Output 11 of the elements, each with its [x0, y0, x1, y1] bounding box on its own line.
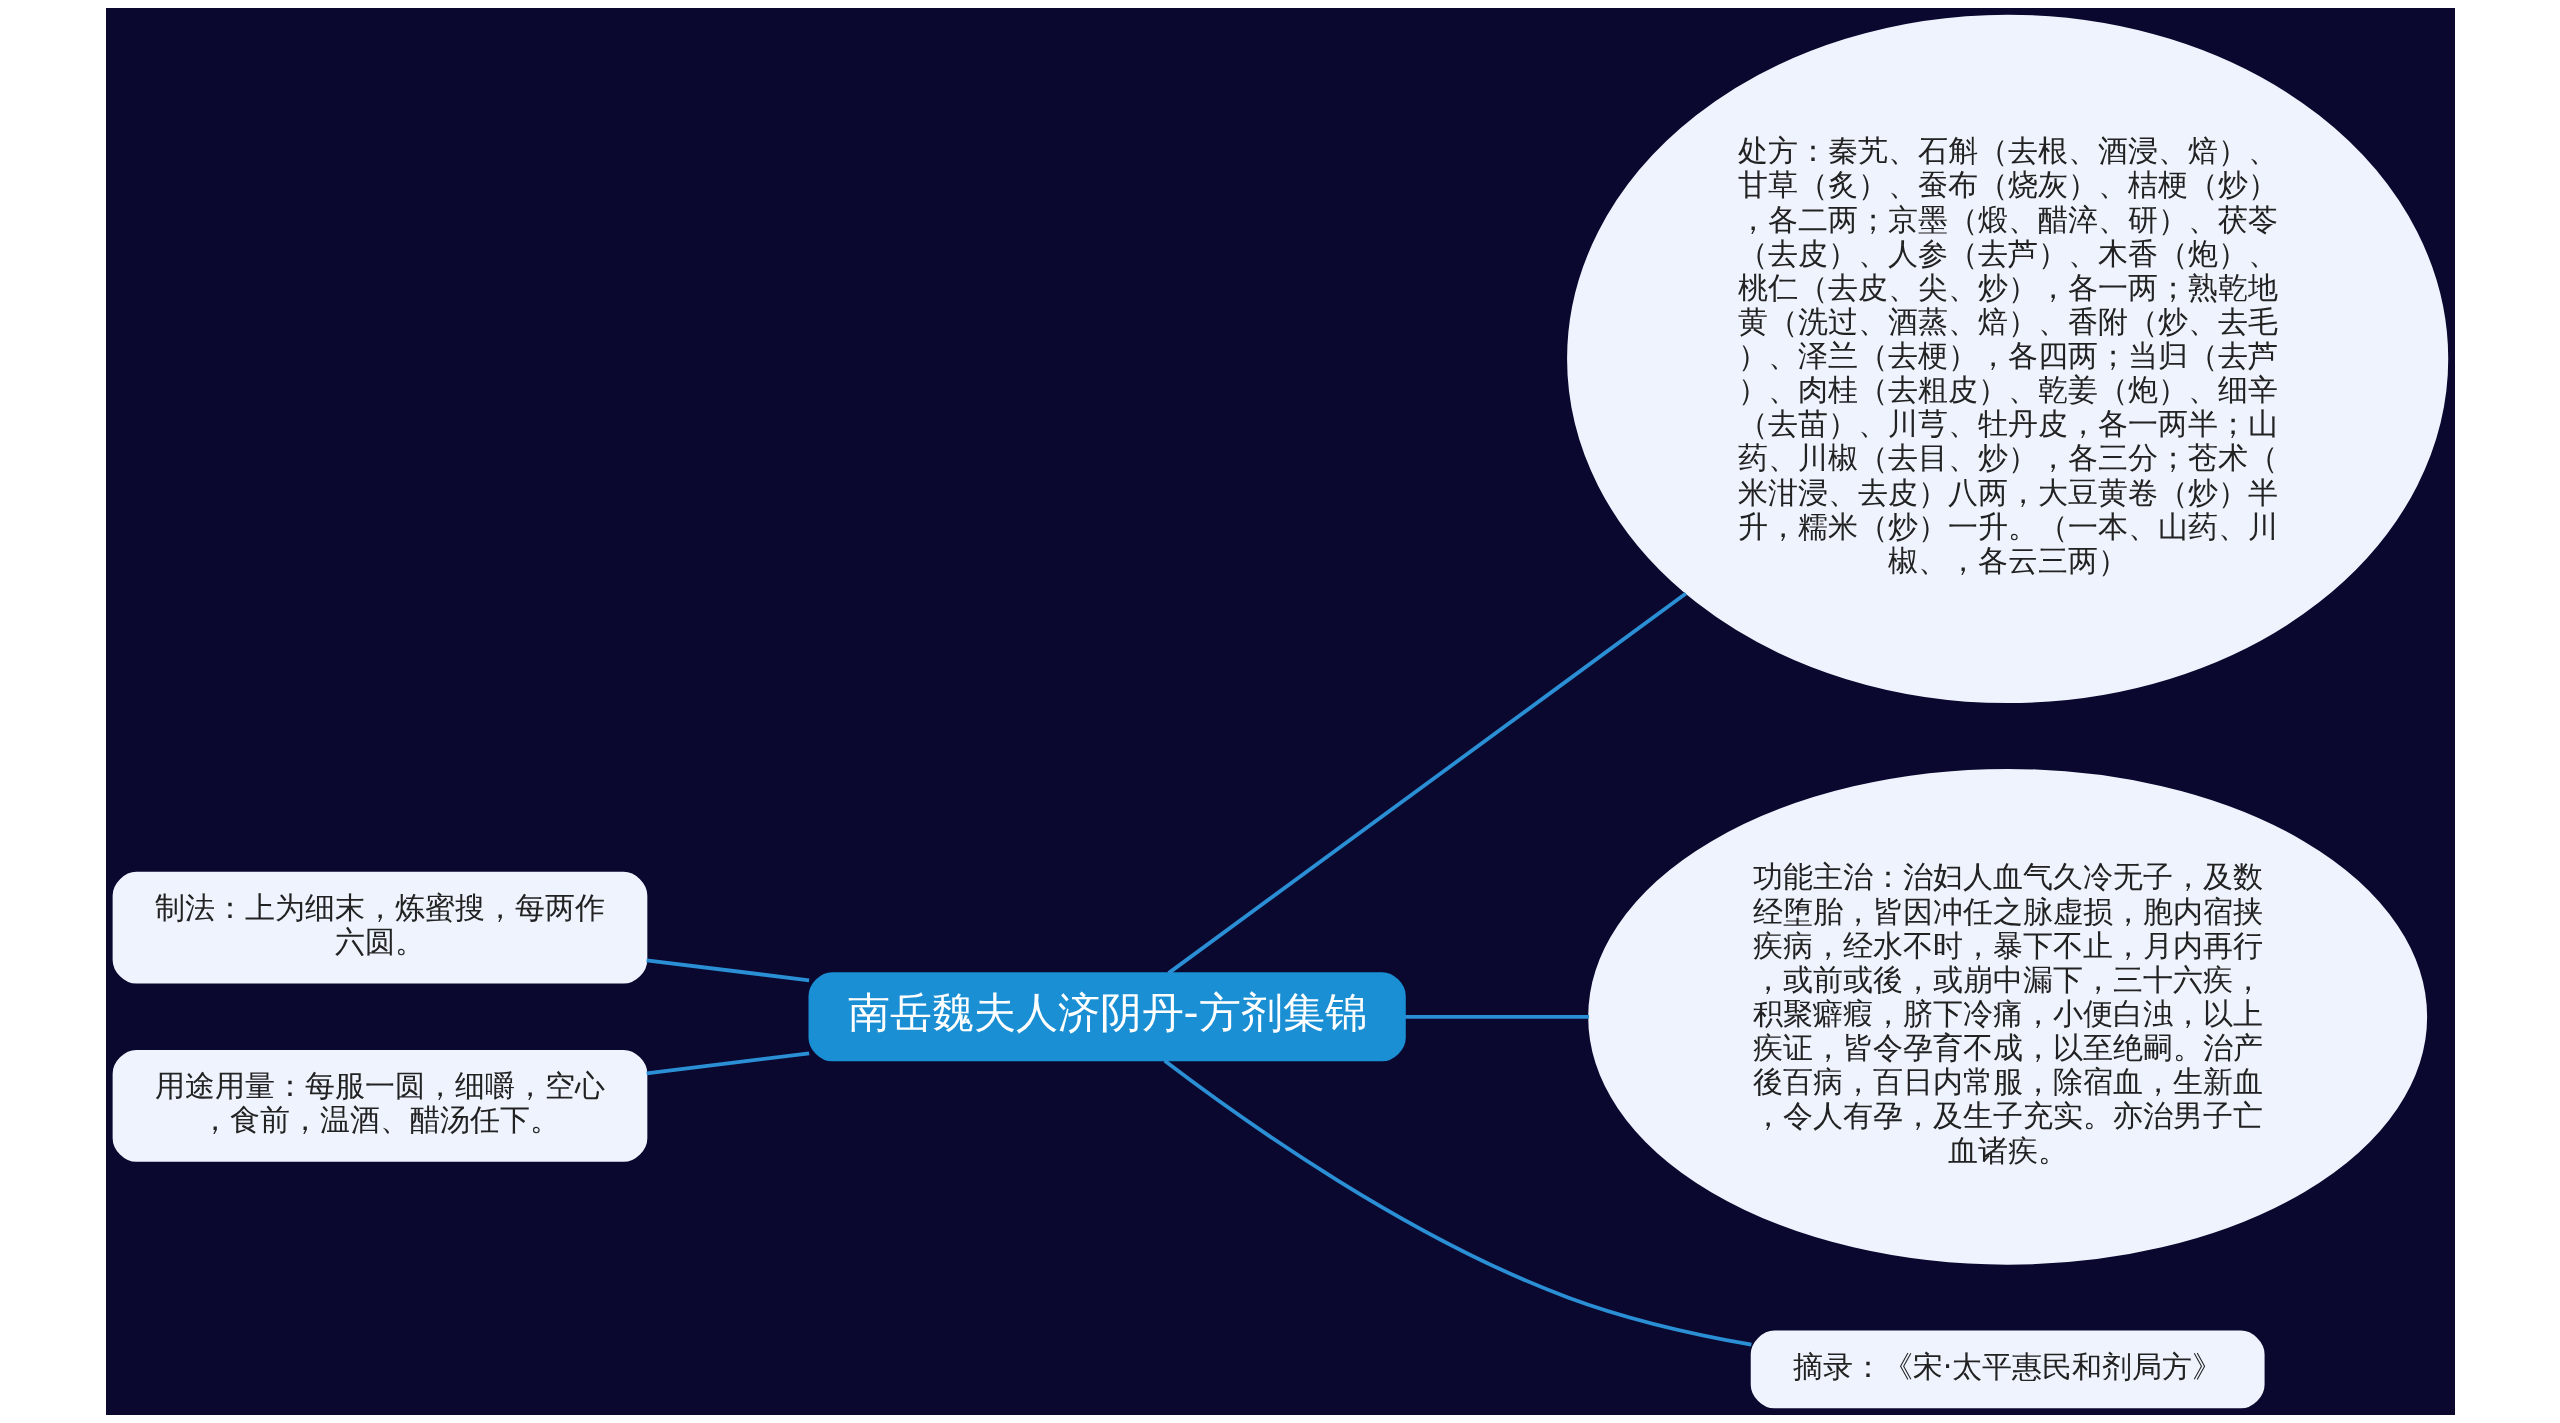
node-box: 用途用量：每服一圆，细嚼，空心，食前，温酒、醋汤任下。 — [112, 1049, 647, 1162]
node-ellipse: 处方：秦艽、石斛（去根、酒浸、焙）、甘草（炙）、蚕布（烧灰）、桔梗（炒），各二两；京墨（煅、醋淬、研）、茯苓（去皮）、人参（去芦）、木香（炮）、桃仁（去皮、尖、炒），各一两；熟乾地黄（洗过、酒蒸、焙）、香附（炒、去毛）、泽兰（去梗），各四两；当归（去芦）、肉桂（去粗皮）、乾姜（炮）、细辛（去苗）、川芎、牡丹皮，各一两半；山药、川椒（去目、炒），各三分；苍术（米泔浸、去皮）八两，大豆黄卷（炒）半升，糯米（炒）一升。（一本、山药、川椒、，各云三两） — [1566, 14, 2448, 704]
node-box: 摘录：《宋·太平惠民和剂局方》 — [1750, 1330, 2265, 1409]
node-ellipse: 功能主治：治妇人血气久冷无子，及数经堕胎，皆因冲任之脉虚损，胞内宿挟疾病，经水不时，暴下不止，月内再行，或前或後，或崩中漏下，三十六疾，积聚癖瘕，脐下冷痛，小便白浊，以上疾证，皆令孕育不成，以至绝嗣。治产後百病，百日内常服，除宿血，生新血，令人有孕，及生子充实。亦治男子亡血诸疾。 — [1587, 768, 2427, 1265]
connector — [1166, 592, 1687, 975]
connector — [645, 1051, 809, 1076]
node-box: 南岳魏夫人济阴丹-方剂集锦 — [808, 972, 1406, 1062]
connector — [1404, 1014, 1589, 1019]
node-box: 制法：上为细末，炼蜜搜，每两作六圆。 — [112, 871, 647, 984]
connector — [1163, 1059, 1752, 1347]
connector — [645, 958, 809, 983]
